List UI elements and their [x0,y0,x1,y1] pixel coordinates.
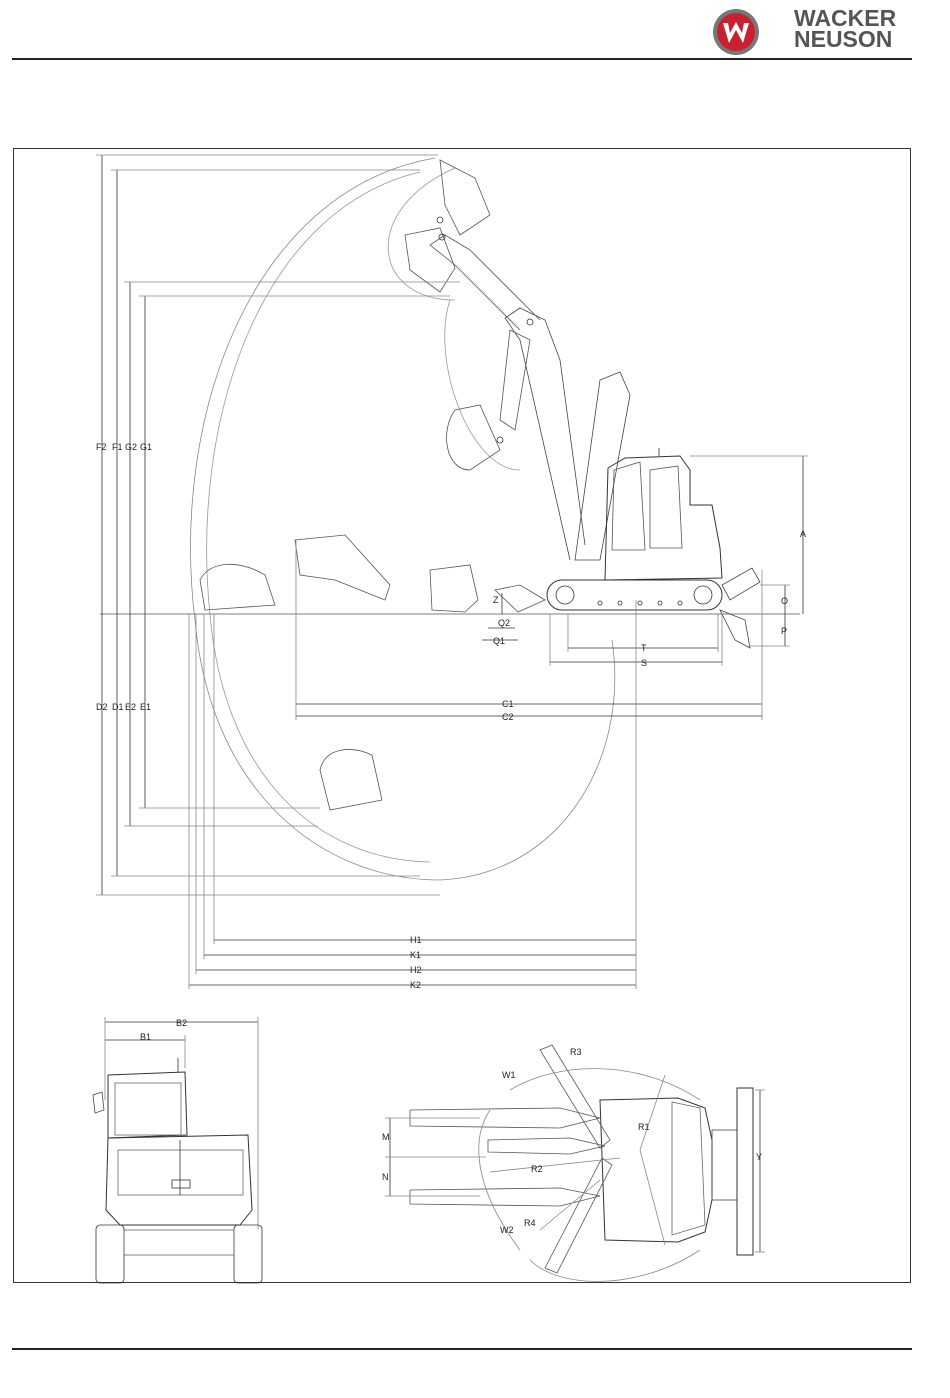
label-Z: Z [493,595,499,605]
label-C1: C1 [502,699,514,709]
label-T: T [641,643,647,653]
label-Y: Y [756,1152,762,1162]
label-D2: D2 [96,702,108,712]
label-K1: K1 [410,950,421,960]
label-A: A [800,529,806,539]
label-F1: F1 [112,442,123,452]
label-W2: W2 [500,1225,514,1235]
label-R3: R3 [570,1047,582,1057]
label-R4: R4 [524,1218,536,1228]
label-W1: W1 [502,1070,516,1080]
label-K2: K2 [410,980,421,990]
label-E2: E2 [125,702,136,712]
label-R2: R2 [531,1164,543,1174]
label-Q2: Q2 [498,618,510,628]
label-H2: H2 [410,965,422,975]
footer-rule [12,1348,912,1350]
label-R1: R1 [638,1122,650,1132]
label-N: N [382,1172,389,1182]
label-C2: C2 [502,712,514,722]
top-view: R3 W1 M N R1 R2 R4 W2 Y [382,1045,765,1281]
label-B1: B1 [140,1032,151,1042]
label-F2: F2 [96,442,107,452]
label-M: M [382,1132,390,1142]
label-P: P [781,626,787,636]
front-view: B2 B1 [93,1017,262,1283]
label-G1: G1 [140,442,152,452]
label-S: S [641,658,647,668]
label-B2: B2 [176,1018,187,1028]
side-view: F2 F1 G2 G1 D2 D1 E2 E1 A O P Z Q2 Q1 T … [96,155,808,990]
label-O: O [781,596,788,606]
label-E1: E1 [140,702,151,712]
label-Q1: Q1 [493,636,505,646]
label-H1: H1 [410,935,422,945]
label-G2: G2 [125,442,137,452]
label-D1: D1 [112,702,124,712]
